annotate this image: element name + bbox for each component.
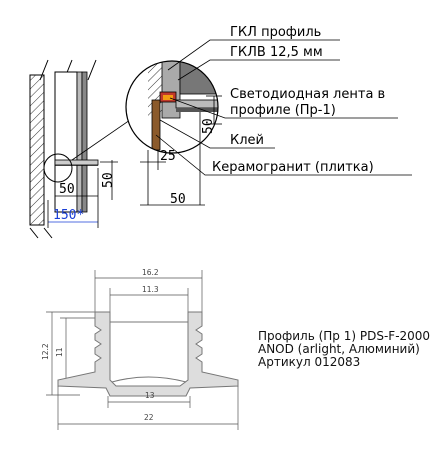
detail-circle: 25 50 50 bbox=[125, 60, 222, 207]
dim-50-detail-vertical: 50 bbox=[201, 118, 216, 134]
callout-led-strip-line2: профиле (Пр-1) bbox=[230, 103, 336, 118]
callout-gkl-profile: ГКЛ профиль bbox=[230, 25, 321, 40]
profile-section: 16.2 11.3 12.2 11 13 22 bbox=[41, 268, 239, 430]
dim-22: 22 bbox=[144, 413, 154, 422]
callout-glue: Клей bbox=[230, 133, 264, 148]
dim-11: 11 bbox=[55, 347, 64, 357]
callout-led-strip-line1: Светодиодная лента в bbox=[230, 87, 385, 102]
profile-caption: Профиль (Пр 1) PDS-F-2000 ANOD (arlight,… bbox=[258, 330, 446, 369]
caption-line-2: ANOD (arlight, Алюминий) bbox=[258, 342, 420, 356]
dim-50-left: 50 bbox=[59, 182, 75, 197]
dim-11-3: 11.3 bbox=[142, 285, 159, 294]
dim-25: 25 bbox=[160, 149, 176, 164]
callouts: ГКЛ профиль ГКЛВ 12,5 мм Светодиодная ле… bbox=[155, 25, 412, 176]
dim-13: 13 bbox=[145, 391, 155, 400]
callout-gklv: ГКЛВ 12,5 мм bbox=[230, 45, 323, 60]
caption-line-3: Артикул 012083 bbox=[258, 355, 361, 369]
dim-16-2: 16.2 bbox=[142, 268, 159, 277]
dim-12-2: 12.2 bbox=[41, 343, 50, 360]
dim-50-bottom: 50 bbox=[170, 192, 186, 207]
dim-150: 150* bbox=[53, 208, 84, 223]
callout-tile: Керамогранит (плитка) bbox=[212, 160, 374, 175]
wall-section: 50 50 150* bbox=[29, 59, 131, 239]
caption-line-1: Профиль (Пр 1) PDS-F-2000 bbox=[258, 329, 431, 343]
dim-50-vertical: 50 bbox=[101, 172, 116, 188]
